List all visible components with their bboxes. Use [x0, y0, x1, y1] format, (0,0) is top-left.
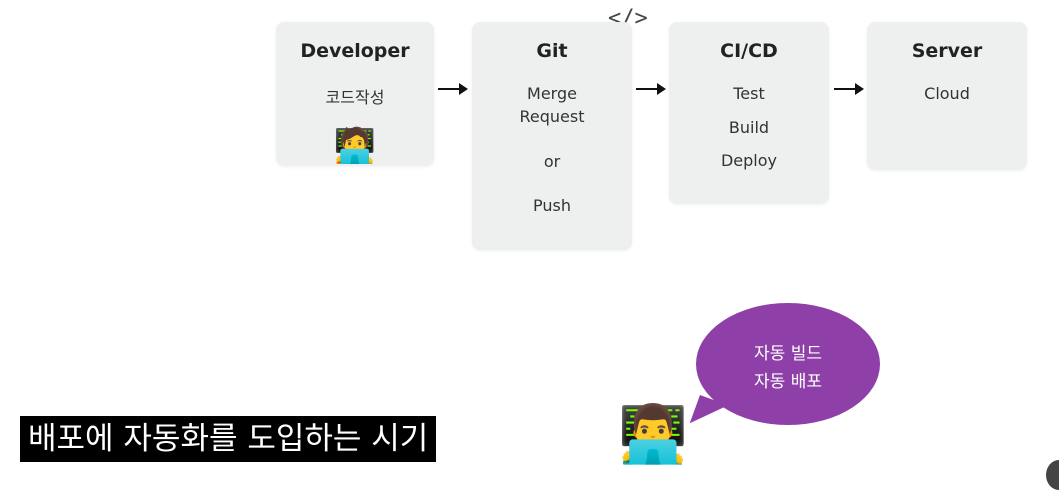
developer-emoji-icon: 🧑‍💻	[333, 126, 377, 166]
cicd-box: CI/CD Test Build Deploy	[669, 22, 829, 204]
arrow-cicd-server	[834, 83, 864, 95]
cicd-title: CI/CD	[720, 40, 778, 62]
developer-line: 코드작성	[325, 88, 385, 107]
git-title: Git	[536, 40, 568, 62]
presenter-emoji-icon: 👨‍💻	[618, 402, 688, 467]
developer-box: Developer 코드작성 🧑‍💻	[276, 22, 434, 166]
arrow-developer-git	[438, 83, 468, 95]
git-line-request: Request	[519, 107, 585, 126]
developer-title: Developer	[300, 40, 410, 62]
caption: 배포에 자동화를 도입하는 시기	[20, 416, 437, 462]
git-line-merge: Merge	[527, 84, 577, 103]
speech-bubble: 자동 빌드 자동 배포	[696, 303, 880, 425]
server-title: Server	[911, 40, 983, 62]
cicd-line-deploy: Deploy	[720, 151, 778, 170]
bubble-line-deploy: 자동 배포	[754, 372, 822, 392]
bubble-line-build: 자동 빌드	[754, 344, 822, 364]
server-line-cloud: Cloud	[924, 84, 970, 103]
git-box: Git Merge Request or Push	[472, 22, 632, 250]
git-line-push: Push	[533, 196, 571, 215]
git-line-or: or	[543, 152, 561, 171]
corner-avatar	[1046, 460, 1059, 490]
arrow-git-cicd	[636, 83, 666, 95]
cicd-line-test: Test	[733, 84, 765, 103]
cicd-line-build: Build	[728, 118, 770, 137]
server-box: Server Cloud	[867, 22, 1027, 170]
